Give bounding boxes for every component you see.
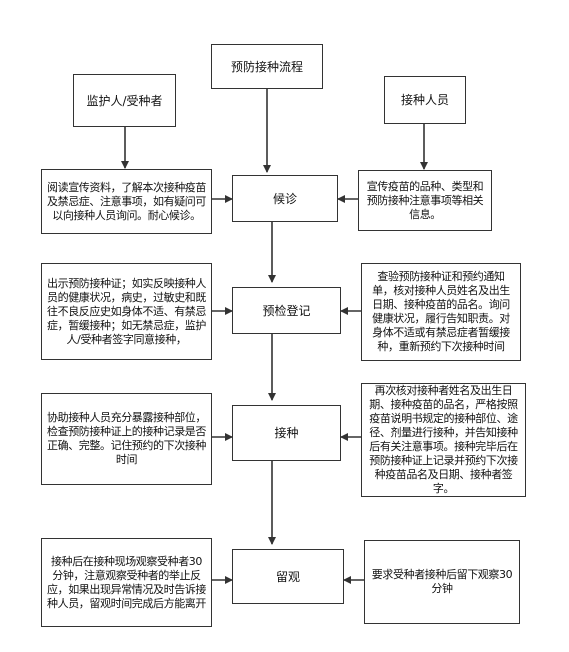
step-4-guardian-box: 接种后在接种现场观察受种者30分钟，注意观察受种者的举止反应，如果出现异常情况及… <box>41 538 212 627</box>
step-1-staff-text: 宣传疫苗的品种、类型和预防接种注意事项等相关信息。 <box>366 179 484 221</box>
step-4-staff-text: 要求受种者接种后留下观察30分钟 <box>371 568 513 595</box>
step-3-label: 接种 <box>274 426 299 440</box>
step-2-staff-box: 查验预防接种证和预约通知单，核对接种人员姓名及出生日期、接种疫苗的品名。询问健康… <box>361 263 521 361</box>
step-3-box: 接种 <box>232 405 341 461</box>
step-1-guardian-text: 阅读宣传资料，了解本次接种疫苗及禁忌症、注意事项，如有疑问可以向接种人员询问。耐… <box>47 180 206 222</box>
staff-header-box: 接种人员 <box>384 76 466 124</box>
step-2-staff-text: 查验预防接种证和预约通知单，核对接种人员姓名及出生日期、接种疫苗的品名。询问健康… <box>372 270 510 353</box>
step-3-staff-box: 再次核对接种者姓名及出生日期、接种疫苗的品名，严格按照疫苗说明书规定的接种部位、… <box>361 383 526 497</box>
step-2-label: 预检登记 <box>262 303 311 318</box>
step-3-guardian-box: 协助接种人员充分暴露接种部位，检查预防接种证上的接种记录是否正确、完整。记住预约… <box>41 393 212 485</box>
step-1-label: 候诊 <box>272 191 297 206</box>
step-1-guardian-box: 阅读宣传资料，了解本次接种疫苗及禁忌症、注意事项，如有疑问可以向接种人员询问。耐… <box>41 169 212 234</box>
step-4-box: 留观 <box>232 549 344 604</box>
step-1-box: 候诊 <box>232 175 338 222</box>
step-2-guardian-text: 出示预防接种证；如实反映接种人员的健康状况，病史，过敏史和既往不良反应史如身体不… <box>47 276 206 346</box>
flowchart-title-box: 预防接种流程 <box>211 44 323 89</box>
guardian-header-box: 监护人/受种者 <box>73 74 176 127</box>
step-2-box: 预检登记 <box>232 287 341 334</box>
guardian-header: 监护人/受种者 <box>86 93 163 108</box>
step-4-label: 留观 <box>275 569 300 584</box>
step-1-staff-box: 宣传疫苗的品种、类型和预防接种注意事项等相关信息。 <box>358 170 492 231</box>
staff-header: 接种人员 <box>400 93 449 107</box>
step-3-guardian-text: 协助接种人员充分暴露接种部位，检查预防接种证上的接种记录是否正确、完整。记住预约… <box>47 411 206 466</box>
step-4-staff-box: 要求受种者接种后留下观察30分钟 <box>364 540 520 624</box>
step-2-guardian-box: 出示预防接种证；如实反映接种人员的健康状况，病史，过敏史和既往不良反应史如身体不… <box>41 263 212 360</box>
step-4-guardian-text: 接种后在接种现场观察受种者30分钟，注意观察受种者的举止反应，如果出现异常情况及… <box>47 554 206 610</box>
step-3-staff-text: 再次核对接种者姓名及出生日期、接种疫苗的品名，严格按照疫苗说明书规定的接种部位、… <box>369 384 518 495</box>
flowchart-title: 预防接种流程 <box>230 59 303 74</box>
